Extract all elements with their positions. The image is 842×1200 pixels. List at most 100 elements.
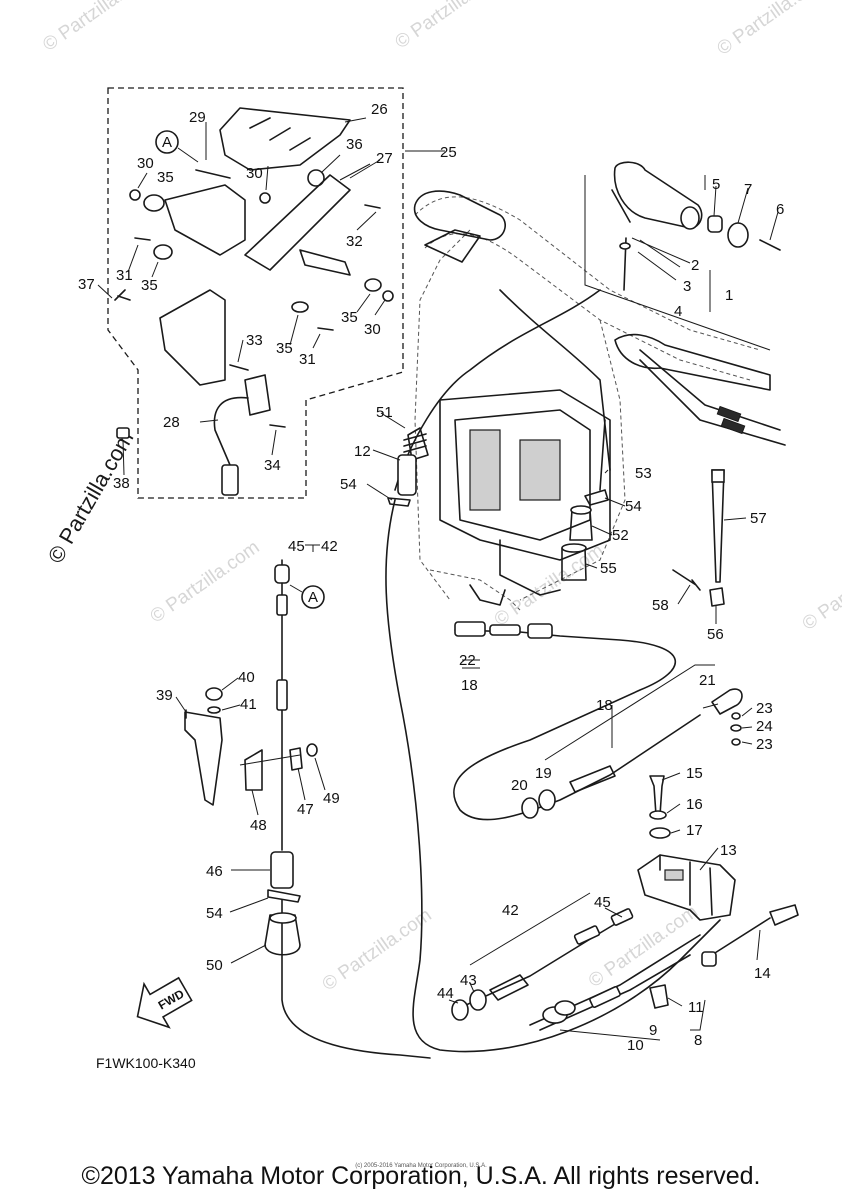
callout-12: 12	[354, 443, 371, 460]
callout-1: 1	[725, 287, 733, 304]
callout-50: 50	[206, 957, 223, 974]
callout-54-a: 54	[340, 476, 357, 493]
callout-47: 47	[297, 801, 314, 818]
callout-45-top: 45	[288, 538, 305, 555]
callout-40: 40	[238, 669, 255, 686]
callout-30-c: 30	[364, 321, 381, 338]
callout-58: 58	[652, 597, 669, 614]
tie-strap-57	[711, 469, 725, 583]
right-handlebar	[614, 333, 786, 446]
clip-11	[649, 984, 669, 1009]
callout-55: 55	[600, 560, 617, 577]
cable-12	[385, 499, 721, 1053]
nut-38	[116, 427, 130, 439]
callout-37: 37	[78, 276, 95, 293]
callout-54-b: 54	[625, 498, 642, 515]
threaded-end-42	[489, 974, 529, 1001]
bracket-39	[184, 687, 318, 806]
bracket-upper	[159, 289, 226, 386]
ref-marker-top: A	[155, 130, 179, 154]
callout-7: 7	[744, 181, 752, 198]
callout-34: 34	[264, 457, 281, 474]
callout-23-top: 23	[756, 700, 773, 717]
cable-9	[539, 954, 691, 1031]
clip-54-right	[584, 489, 609, 506]
clip-58	[672, 569, 701, 591]
callout-8: 8	[694, 1032, 702, 1049]
side-watermark: © Partzilla.com	[43, 427, 139, 568]
cable-end-19	[569, 765, 616, 793]
callout-42-top: 42	[321, 538, 338, 555]
callout-41: 41	[240, 696, 257, 713]
callout-36: 36	[346, 136, 363, 153]
washer-20	[521, 797, 539, 819]
ref-marker-mid: A	[301, 585, 325, 609]
nut-43	[469, 989, 487, 1011]
callout-18-upper: 18	[461, 677, 478, 694]
clip-54-top	[387, 497, 411, 507]
cable-18-fitting	[454, 621, 553, 639]
callout-9: 9	[649, 1022, 657, 1039]
cable-53	[394, 289, 601, 491]
callout-51: 51	[376, 404, 393, 421]
washer-17	[649, 827, 671, 839]
callout-24: 24	[756, 718, 773, 735]
sleeve-12	[397, 454, 417, 496]
bolt-31	[134, 237, 151, 241]
callout-30-a: 30	[137, 155, 154, 172]
callout-48: 48	[250, 817, 267, 834]
ref-marker-text: A	[162, 134, 172, 151]
callout-27: 27	[376, 150, 393, 167]
callout-45-bottom: 45	[594, 894, 611, 911]
screw-6	[759, 239, 781, 251]
ref-marker-text: A	[308, 589, 318, 606]
lever-27	[244, 174, 351, 271]
wire-28	[213, 396, 249, 466]
sleeve-46	[270, 851, 294, 889]
watermark-text: © Partzilla.com	[391, 0, 508, 53]
small-copyright: (c) 2005-2016 Yamaha Motor Corporation, …	[355, 1163, 487, 1169]
callout-56: 56	[707, 626, 724, 643]
callout-21: 21	[699, 672, 716, 689]
steering-column	[439, 389, 611, 606]
callout-6: 6	[776, 201, 784, 218]
bracket-48	[244, 749, 263, 791]
callout-19: 19	[535, 765, 552, 782]
callout-2: 2	[691, 257, 699, 274]
bolt-32	[364, 204, 381, 209]
callout-16: 16	[686, 796, 703, 813]
shift-cable	[499, 289, 611, 471]
washer-44	[451, 999, 469, 1021]
cap-part	[727, 222, 749, 248]
rod-assembly	[264, 559, 431, 1059]
bracket-47	[289, 747, 303, 771]
callout-15: 15	[686, 765, 703, 782]
nut-19	[538, 789, 556, 811]
callout-57: 57	[750, 510, 767, 527]
callouts: 1 2 3 4 5 6 7 8 9 10 11 12 13 14 15 16 1…	[78, 101, 784, 1054]
callout-20: 20	[511, 777, 528, 794]
callout-35-a: 35	[157, 169, 174, 186]
callout-3: 3	[683, 278, 691, 295]
fwd-arrow: FWD	[136, 976, 193, 1029]
watermark-text: © Partzilla.com	[799, 544, 842, 635]
bolt-33	[229, 364, 249, 371]
bolt-15	[649, 775, 665, 816]
callout-23-bottom: 23	[756, 736, 773, 753]
callout-25: 25	[440, 144, 457, 161]
watermark-text: © Partzilla.com	[319, 905, 436, 996]
callout-38: 38	[113, 475, 130, 492]
callout-11: 11	[688, 999, 704, 1016]
copyright-footer: ©2013 Yamaha Motor Corporation, U.S.A. A…	[81, 1162, 761, 1190]
callout-44: 44	[437, 985, 454, 1002]
collar-16	[649, 810, 667, 820]
callout-30-b: 30	[246, 165, 263, 182]
upper-left-assembly	[114, 107, 394, 496]
callout-5: 5	[712, 176, 720, 193]
throttle-grip	[611, 161, 781, 291]
callout-22: 22	[459, 652, 476, 669]
bolt-37	[114, 289, 131, 301]
callout-54-c: 54	[206, 905, 223, 922]
pin-cyl	[299, 249, 351, 276]
